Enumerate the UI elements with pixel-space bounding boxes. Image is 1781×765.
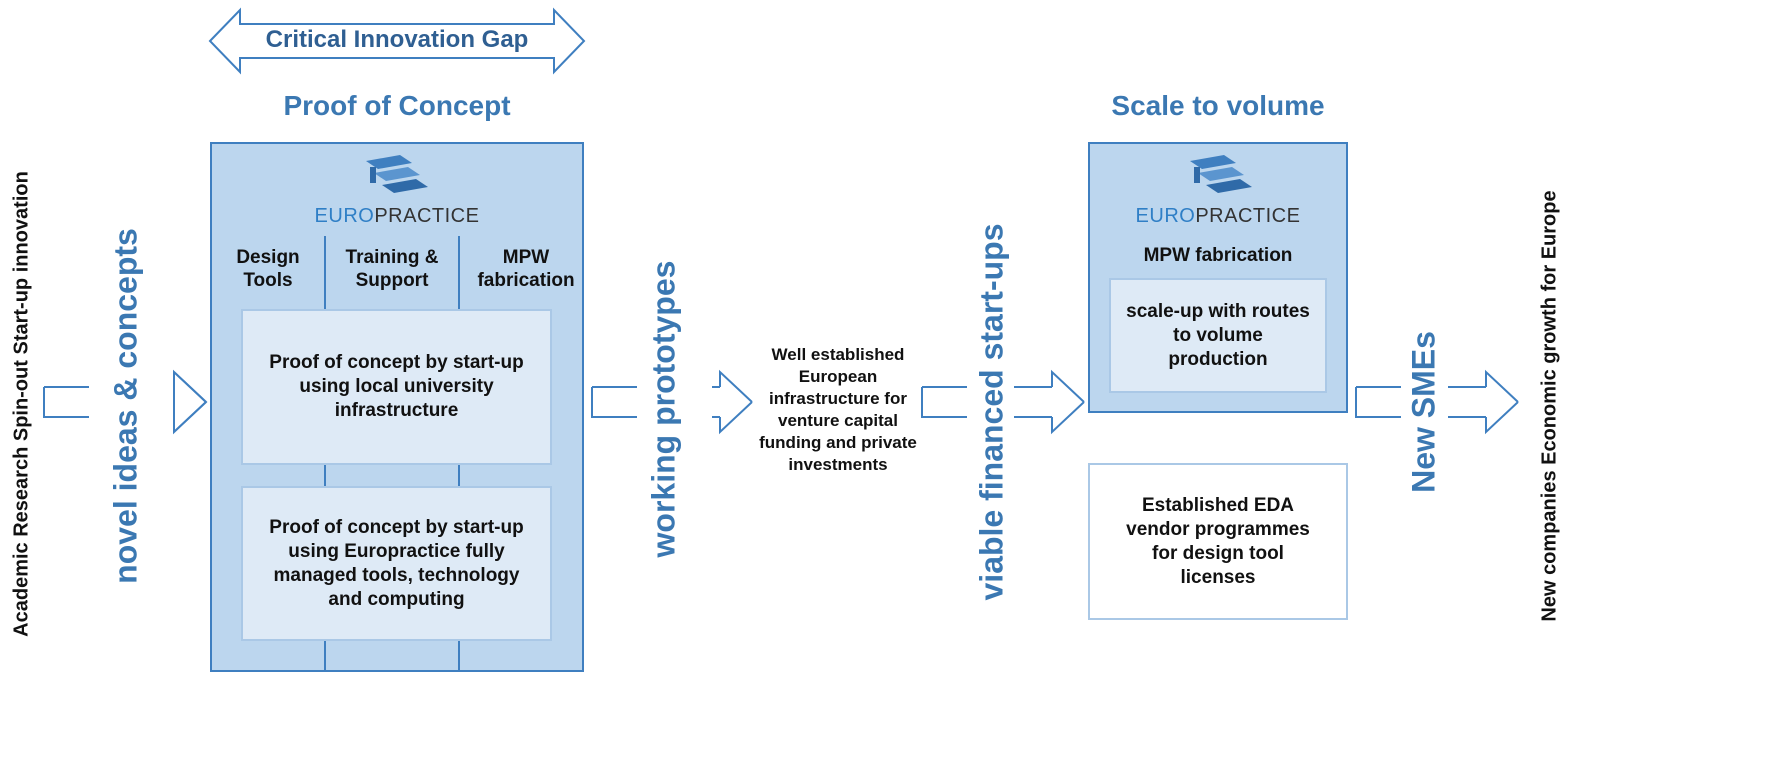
column-divider xyxy=(458,465,460,486)
left-origin-label: Academic Research Spin-out Start-up inno… xyxy=(10,171,33,637)
europractice-logo-text: EUROPRACTICE xyxy=(210,205,584,228)
column-divider xyxy=(458,641,460,671)
column-divider xyxy=(458,236,460,309)
right-outcome-label: New companies Economic growth for Europe xyxy=(1538,190,1561,622)
column-divider xyxy=(324,641,326,671)
column-mpw-fabrication: MPW fabrication xyxy=(477,247,575,291)
column-training-support: Training & Support xyxy=(345,247,439,291)
logo-practice: PRACTICE xyxy=(1195,205,1301,227)
poc-university-box: Proof of concept by start-up using local… xyxy=(241,309,552,465)
flow-arrow-icon xyxy=(43,369,208,435)
column-divider xyxy=(324,465,326,486)
eda-vendor-text: Established EDA vendor programmes for de… xyxy=(1126,494,1310,588)
scale-to-volume-title: Scale to volume xyxy=(1111,90,1325,121)
flow-arrow-icon xyxy=(1355,369,1519,435)
column-design-tools: Design Tools xyxy=(236,247,300,291)
logo-euro: EURO xyxy=(314,205,375,227)
europractice-logo-icon xyxy=(366,155,428,193)
flow-arrow-icon xyxy=(921,369,1085,435)
poc-europractice-box: Proof of concept by start-up using Europ… xyxy=(241,486,552,641)
flow-arrow-icon xyxy=(591,369,753,435)
venture-capital-text: Well established European infrastructure… xyxy=(759,345,917,474)
critical-gap-label: Critical Innovation Gap xyxy=(265,26,529,53)
scale-mpw-fabrication: MPW fabrication xyxy=(1143,245,1293,266)
double-arrow-icon xyxy=(208,7,586,75)
eda-vendor-box: Established EDA vendor programmes for de… xyxy=(1088,463,1348,620)
scale-up-box: scale-up with routes to volume productio… xyxy=(1109,278,1327,393)
logo-practice: PRACTICE xyxy=(374,205,480,227)
column-divider xyxy=(324,236,326,309)
europractice-logo-text: EUROPRACTICE xyxy=(1088,205,1348,228)
europractice-logo-icon xyxy=(1190,155,1252,193)
logo-euro: EURO xyxy=(1135,205,1196,227)
proof-of-concept-title: Proof of Concept xyxy=(283,90,511,121)
